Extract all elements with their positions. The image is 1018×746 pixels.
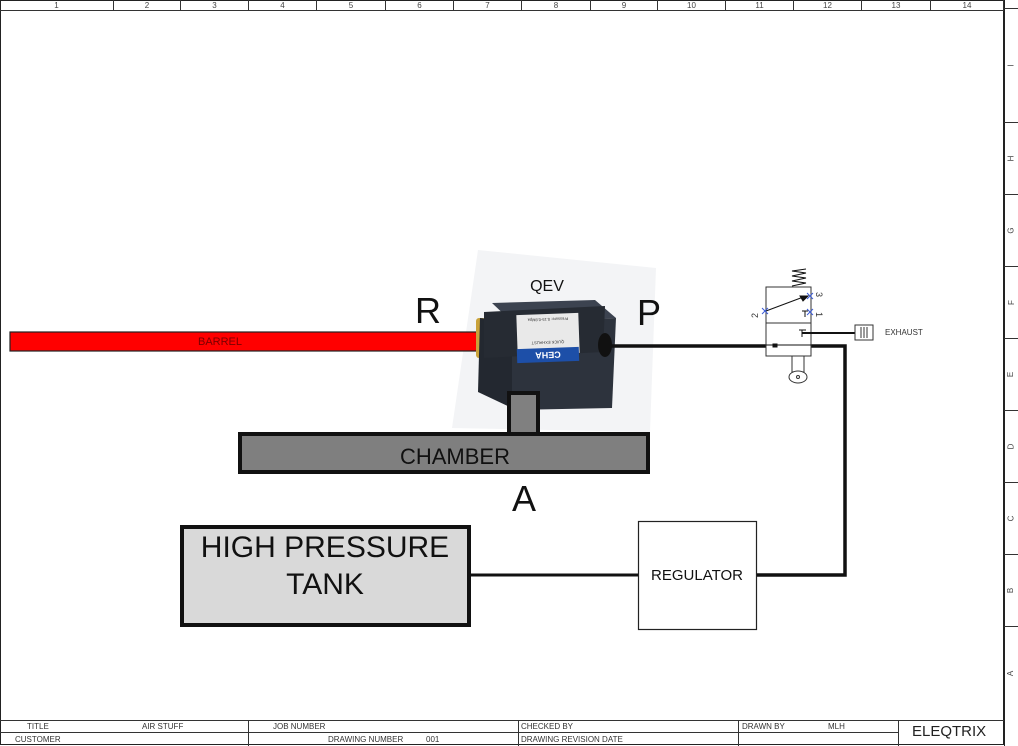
regulator xyxy=(637,520,758,631)
row-header-label: A xyxy=(1006,670,1016,677)
port-r-label: R xyxy=(415,290,441,331)
valve-port-1: 1 xyxy=(814,312,824,317)
valve-port-3: 3 xyxy=(814,292,824,297)
row-header-B: B xyxy=(1004,554,1018,626)
column-header-3: 3 xyxy=(181,0,249,11)
row-header-label: D xyxy=(1006,443,1016,450)
qev-chamber-connector xyxy=(507,391,540,436)
valve-3-2 xyxy=(761,268,814,384)
port-p-label: P xyxy=(637,292,661,333)
qev-nameplate xyxy=(516,312,580,356)
revision-date-label: DRAWING REVISION DATE xyxy=(521,735,623,744)
row-header-E: E xyxy=(1004,338,1018,410)
column-header-5: 5 xyxy=(317,0,386,11)
qev-brand-strip xyxy=(516,346,580,364)
row-header-D: D xyxy=(1004,410,1018,482)
row-header-G: G xyxy=(1004,194,1018,266)
title-label: TITLE xyxy=(27,722,49,731)
job-number-label: JOB NUMBER xyxy=(273,722,326,731)
row-header-label: C xyxy=(1006,515,1016,522)
drawing-number-label: DRAWING NUMBER xyxy=(328,735,404,744)
row-header-label: I xyxy=(1006,64,1016,67)
drawn-by-label: DRAWN BY xyxy=(742,722,785,731)
company-name: ELEQTRIX xyxy=(912,723,987,740)
column-header-1: 1 xyxy=(0,0,114,11)
row-header-label: B xyxy=(1006,587,1016,594)
checked-by-label: CHECKED BY xyxy=(521,722,574,731)
barrel xyxy=(9,331,479,352)
column-header-14: 14 xyxy=(931,0,1004,11)
drawn-by-value: MLH xyxy=(828,722,845,731)
column-header-10: 10 xyxy=(658,0,726,11)
column-header-13: 13 xyxy=(862,0,931,11)
row-header-label: H xyxy=(1006,155,1016,162)
drawing-number-value: 001 xyxy=(426,735,440,744)
column-header-11: 11 xyxy=(726,0,794,11)
tank-label-line1: HIGH PRESSURE xyxy=(201,531,449,564)
row-header-label: E xyxy=(1006,371,1016,378)
exhaust-silencer-icon xyxy=(854,324,874,341)
regulator-to-valve-line xyxy=(757,344,847,577)
row-index-strip xyxy=(1004,0,1018,746)
customer-label: CUSTOMER xyxy=(15,735,61,744)
chamber-label: CHAMBER xyxy=(400,444,510,469)
barrel-label: BARREL xyxy=(198,336,242,348)
row-header-A: A xyxy=(1004,626,1018,720)
qev-brand-text: CEHA xyxy=(535,350,561,361)
qev-p-port xyxy=(598,333,612,357)
qev-pressure-text: Pressure: 0.15-0.8Mpa xyxy=(527,316,569,322)
port-a-label: A xyxy=(512,478,536,519)
qev-device: CEHA Pressure: 0.15-0.8Mpa QUICK EXHAUST xyxy=(478,300,616,410)
row-header-F: F xyxy=(1004,266,1018,338)
row-header-C: C xyxy=(1004,482,1018,554)
pneumatic-diagram: CEHA Pressure: 0.15-0.8Mpa QUICK EXHAUST xyxy=(9,250,923,631)
valve-port-2: 2 xyxy=(750,313,760,318)
row-header-label: G xyxy=(1006,227,1016,234)
chamber xyxy=(238,432,650,474)
column-header-6: 6 xyxy=(386,0,454,11)
column-header-4: 4 xyxy=(249,0,317,11)
column-header-7: 7 xyxy=(454,0,522,11)
column-header-9: 9 xyxy=(591,0,658,11)
qev-label: QEV xyxy=(530,278,564,295)
qev-model-text: QUICK EXHAUST xyxy=(531,339,564,345)
row-header-label: F xyxy=(1006,300,1016,305)
column-header-12: 12 xyxy=(794,0,862,11)
exhaust-label: EXHAUST xyxy=(885,328,923,337)
tank-label-line2: TANK xyxy=(286,568,364,601)
row-header-I: I xyxy=(1004,8,1018,122)
title-value: AIR STUFF xyxy=(142,722,184,731)
row-header-H: H xyxy=(1004,122,1018,194)
column-header-8: 8 xyxy=(522,0,591,11)
column-header-2: 2 xyxy=(114,0,181,11)
high-pressure-tank xyxy=(180,525,471,627)
regulator-label: REGULATOR xyxy=(651,567,743,584)
